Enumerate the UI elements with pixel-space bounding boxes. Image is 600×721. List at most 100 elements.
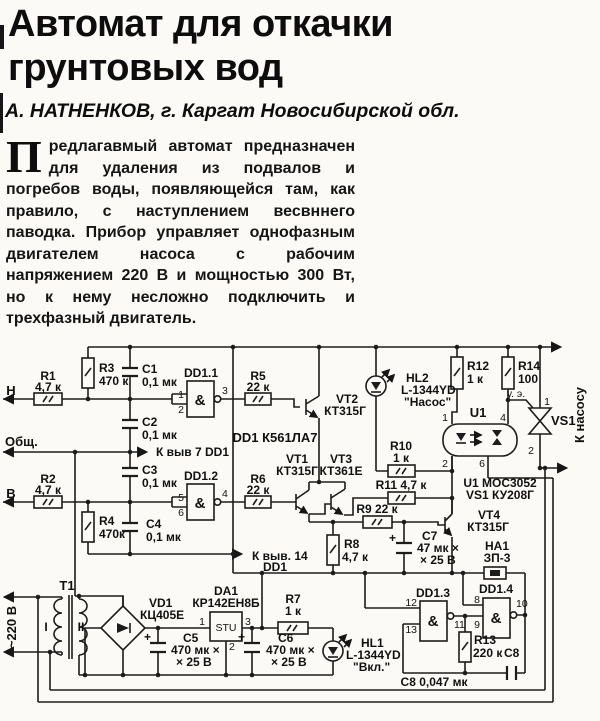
gate-dd1-3 xyxy=(419,600,448,642)
dd13-amp: & xyxy=(428,613,439,630)
terminal-v-label: В xyxy=(6,486,15,501)
resistor-r6 xyxy=(244,495,272,509)
vt3-ref: VT3 xyxy=(330,452,352,466)
ha1-ref: НА1 xyxy=(485,539,509,553)
dd11-pin1: 1 xyxy=(178,389,184,401)
resistor-r12 xyxy=(450,356,464,390)
capacitor-c2 xyxy=(122,418,138,430)
r1-val: 4,7 к xyxy=(35,380,62,394)
r12-val: 1 к xyxy=(467,372,484,386)
ha1-type: ЗП-3 xyxy=(484,551,511,565)
gate-dd1-2 xyxy=(186,483,215,521)
c6-val1: 470 мк × xyxy=(266,643,315,657)
r4-val: 470к xyxy=(99,527,126,541)
r7-val: 1 к xyxy=(285,604,302,618)
title-line1: Автомат для откачки xyxy=(8,3,394,45)
dd11-pin3: 3 xyxy=(222,385,228,397)
wires xyxy=(3,341,566,703)
resistor-r10 xyxy=(387,464,416,478)
u1-ref: U1 xyxy=(470,405,487,420)
c5-val1: 470 мк × xyxy=(171,643,220,657)
c7-plus: + xyxy=(389,531,396,545)
dd13-pin13: 13 xyxy=(405,624,417,636)
hl2-type: L-1344YD xyxy=(401,383,456,397)
vt2-ref: VT2 xyxy=(336,392,358,406)
c7-val2: × 25 В xyxy=(420,553,456,567)
r8-val: 4,7 к xyxy=(342,550,369,564)
vs1-type: VS1 КУ208Г xyxy=(466,488,534,502)
r13-ref: R13 xyxy=(474,633,496,647)
u1-pin4: 4 xyxy=(500,412,506,424)
resistor-r1 xyxy=(33,392,63,406)
terminal-common-label: Общ. xyxy=(5,434,38,449)
r1-ref: R1 xyxy=(40,369,56,383)
r10-ref: R10 xyxy=(390,439,412,453)
dd11-ref: DD1.1 xyxy=(184,366,218,380)
vt3-type: КТ361Е xyxy=(320,464,363,478)
capacitor-c7 xyxy=(396,541,412,555)
resistor-r11 xyxy=(387,491,416,505)
led-hl1 xyxy=(322,633,353,662)
resistor-r4 xyxy=(81,511,95,543)
body-text: редлагавмый автомат предназначен для уда… xyxy=(6,138,355,327)
c7-val1: 47 мк × xyxy=(417,541,459,555)
c4-val: 0,1 мк xyxy=(146,530,182,544)
resistor-r13 xyxy=(458,631,472,663)
dd13-pin12: 12 xyxy=(405,597,417,609)
vd1-type: КЦ405Е xyxy=(140,608,184,622)
r10-val: 1 к xyxy=(393,451,410,465)
c5-val2: × 25 В xyxy=(176,655,212,669)
gate-dd1-3-inv xyxy=(446,611,455,620)
c1-val: 0,1 мк xyxy=(142,375,178,389)
r13-val: 220 к xyxy=(473,646,503,660)
dd12-pin6: 6 xyxy=(178,507,184,519)
t1-ref: Т1 xyxy=(59,578,74,593)
dd12-amp: & xyxy=(195,495,206,512)
dd1-type: DD1 К561ЛА7 xyxy=(233,430,318,445)
resistor-r7 xyxy=(277,621,309,635)
dd14-pin8: 8 xyxy=(474,594,480,606)
vt2-type: КТ315Г xyxy=(324,404,366,418)
dd12-ref: DD1.2 xyxy=(184,469,218,483)
schematic-labels: Н Общ. В К выв 7 DD1 К выв. 14 DD1 К нас… xyxy=(4,359,587,689)
dd13-pin11: 11 xyxy=(454,619,465,631)
schematic: Н Общ. В К выв 7 DD1 К выв. 14 DD1 К нас… xyxy=(0,341,600,721)
r7-ref: R7 xyxy=(285,592,301,606)
hl1-ref: HL1 xyxy=(361,636,384,650)
dd14-amp: & xyxy=(491,610,502,627)
vd1-ref: VD1 xyxy=(149,596,173,610)
da1-pin2: 2 xyxy=(229,641,235,653)
c3-val: 0,1 мк xyxy=(142,476,178,490)
capacitor-c6 xyxy=(244,641,260,654)
r6-val: 22 к xyxy=(247,483,271,497)
optocoupler-u1 xyxy=(442,423,518,457)
to-pump-label: К насосу xyxy=(572,386,587,443)
dd12-pin4: 4 xyxy=(222,488,228,500)
hl1-name: "Вкл." xyxy=(353,660,390,674)
vs1-pin1: 1 xyxy=(544,396,550,408)
vt4-ref: VT4 xyxy=(478,508,500,522)
c7-ref: C7 xyxy=(422,529,438,543)
t1-winding1: I xyxy=(44,620,47,634)
vt1-type: КТ315Г xyxy=(276,464,318,478)
drop-cap: П xyxy=(6,131,42,182)
dd14-pin9: 9 xyxy=(474,619,480,631)
scan-artifact xyxy=(0,93,3,133)
r3-val: 470 к xyxy=(99,374,129,388)
c6-plus: + xyxy=(238,630,245,644)
dd11-pin2: 2 xyxy=(178,404,184,416)
u1-pin2: 2 xyxy=(442,458,448,470)
to-pin14-label1: К выв. 14 xyxy=(252,549,308,563)
da1-marking: STU xyxy=(216,622,237,634)
r4-ref: R4 xyxy=(99,514,115,528)
da1-ref: DA1 xyxy=(214,584,238,598)
resistor-r5 xyxy=(244,392,272,406)
author-line: А. НАТНЕНКОВ, г. Каргат Новосибирской об… xyxy=(5,100,460,122)
r5-val: 22 к xyxy=(247,380,271,394)
r12-ref: R12 xyxy=(467,359,489,373)
hl2-name: "Насос" xyxy=(404,395,451,409)
dd14-ref: DD1.4 xyxy=(479,582,513,596)
resistor-r14 xyxy=(501,356,515,390)
c8-label: С8 0,047 мк xyxy=(401,675,469,689)
